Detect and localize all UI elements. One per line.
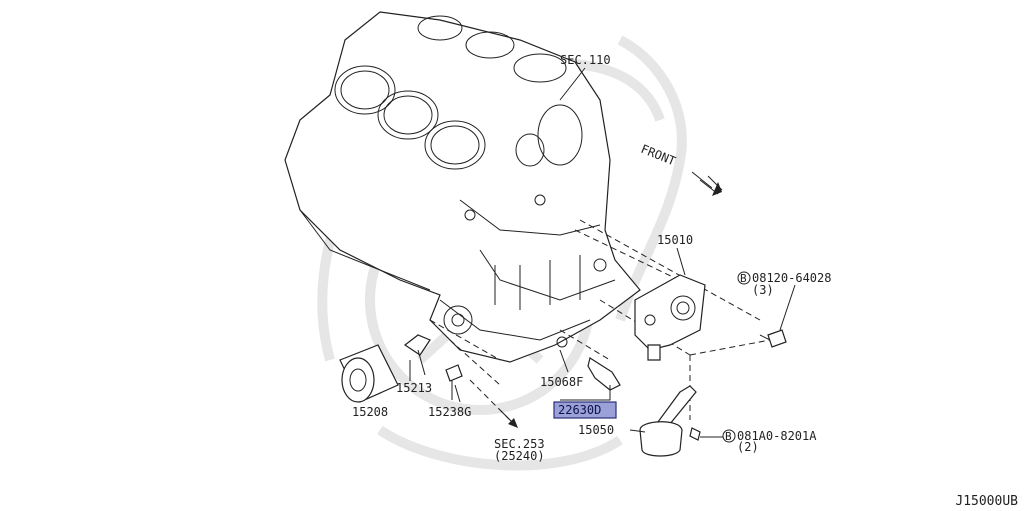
drain-plug [445,364,463,400]
pump-bolt [759,329,787,348]
label-22630d[interactable]: 22630D [558,403,601,417]
oil-pump [634,274,706,361]
label-081a0-8201a: 081A0-8201A [737,429,817,443]
label-sec253-sub: (25240) [494,449,545,463]
b-marker-2: B [725,430,732,443]
engine-block [284,11,641,363]
label-15238g: 15238G [428,405,471,419]
oil-filter [339,344,399,403]
label-bolt2-qty: (2) [737,440,759,454]
label-front: FRONT [639,142,678,169]
label-sec253: SEC.253 [494,437,545,451]
bolt1-callout: B 08120-64028 (3) [737,271,831,297]
label-sec110: SEC.110 [560,53,611,67]
b-marker-1: B [740,272,747,285]
label-bolt1-qty: (3) [752,283,774,297]
sec253-arrow [499,409,518,428]
label-15068f: 15068F [540,375,583,389]
label-15010: 15010 [657,233,693,247]
filter-connector [403,334,431,376]
leader-lines [409,67,796,438]
label-15213: 15213 [396,381,432,395]
sheet-id: J15000UB [955,494,1018,509]
label-15208: 15208 [352,405,388,419]
oil-strainer [639,385,701,457]
highlighted-part[interactable]: 22630D [553,401,617,419]
bolt2-callout: B 081A0-8201A (2) [722,429,817,454]
label-15050: 15050 [578,423,614,437]
front-arrow [691,171,723,196]
label-08120-64028: 08120-64028 [752,271,831,285]
